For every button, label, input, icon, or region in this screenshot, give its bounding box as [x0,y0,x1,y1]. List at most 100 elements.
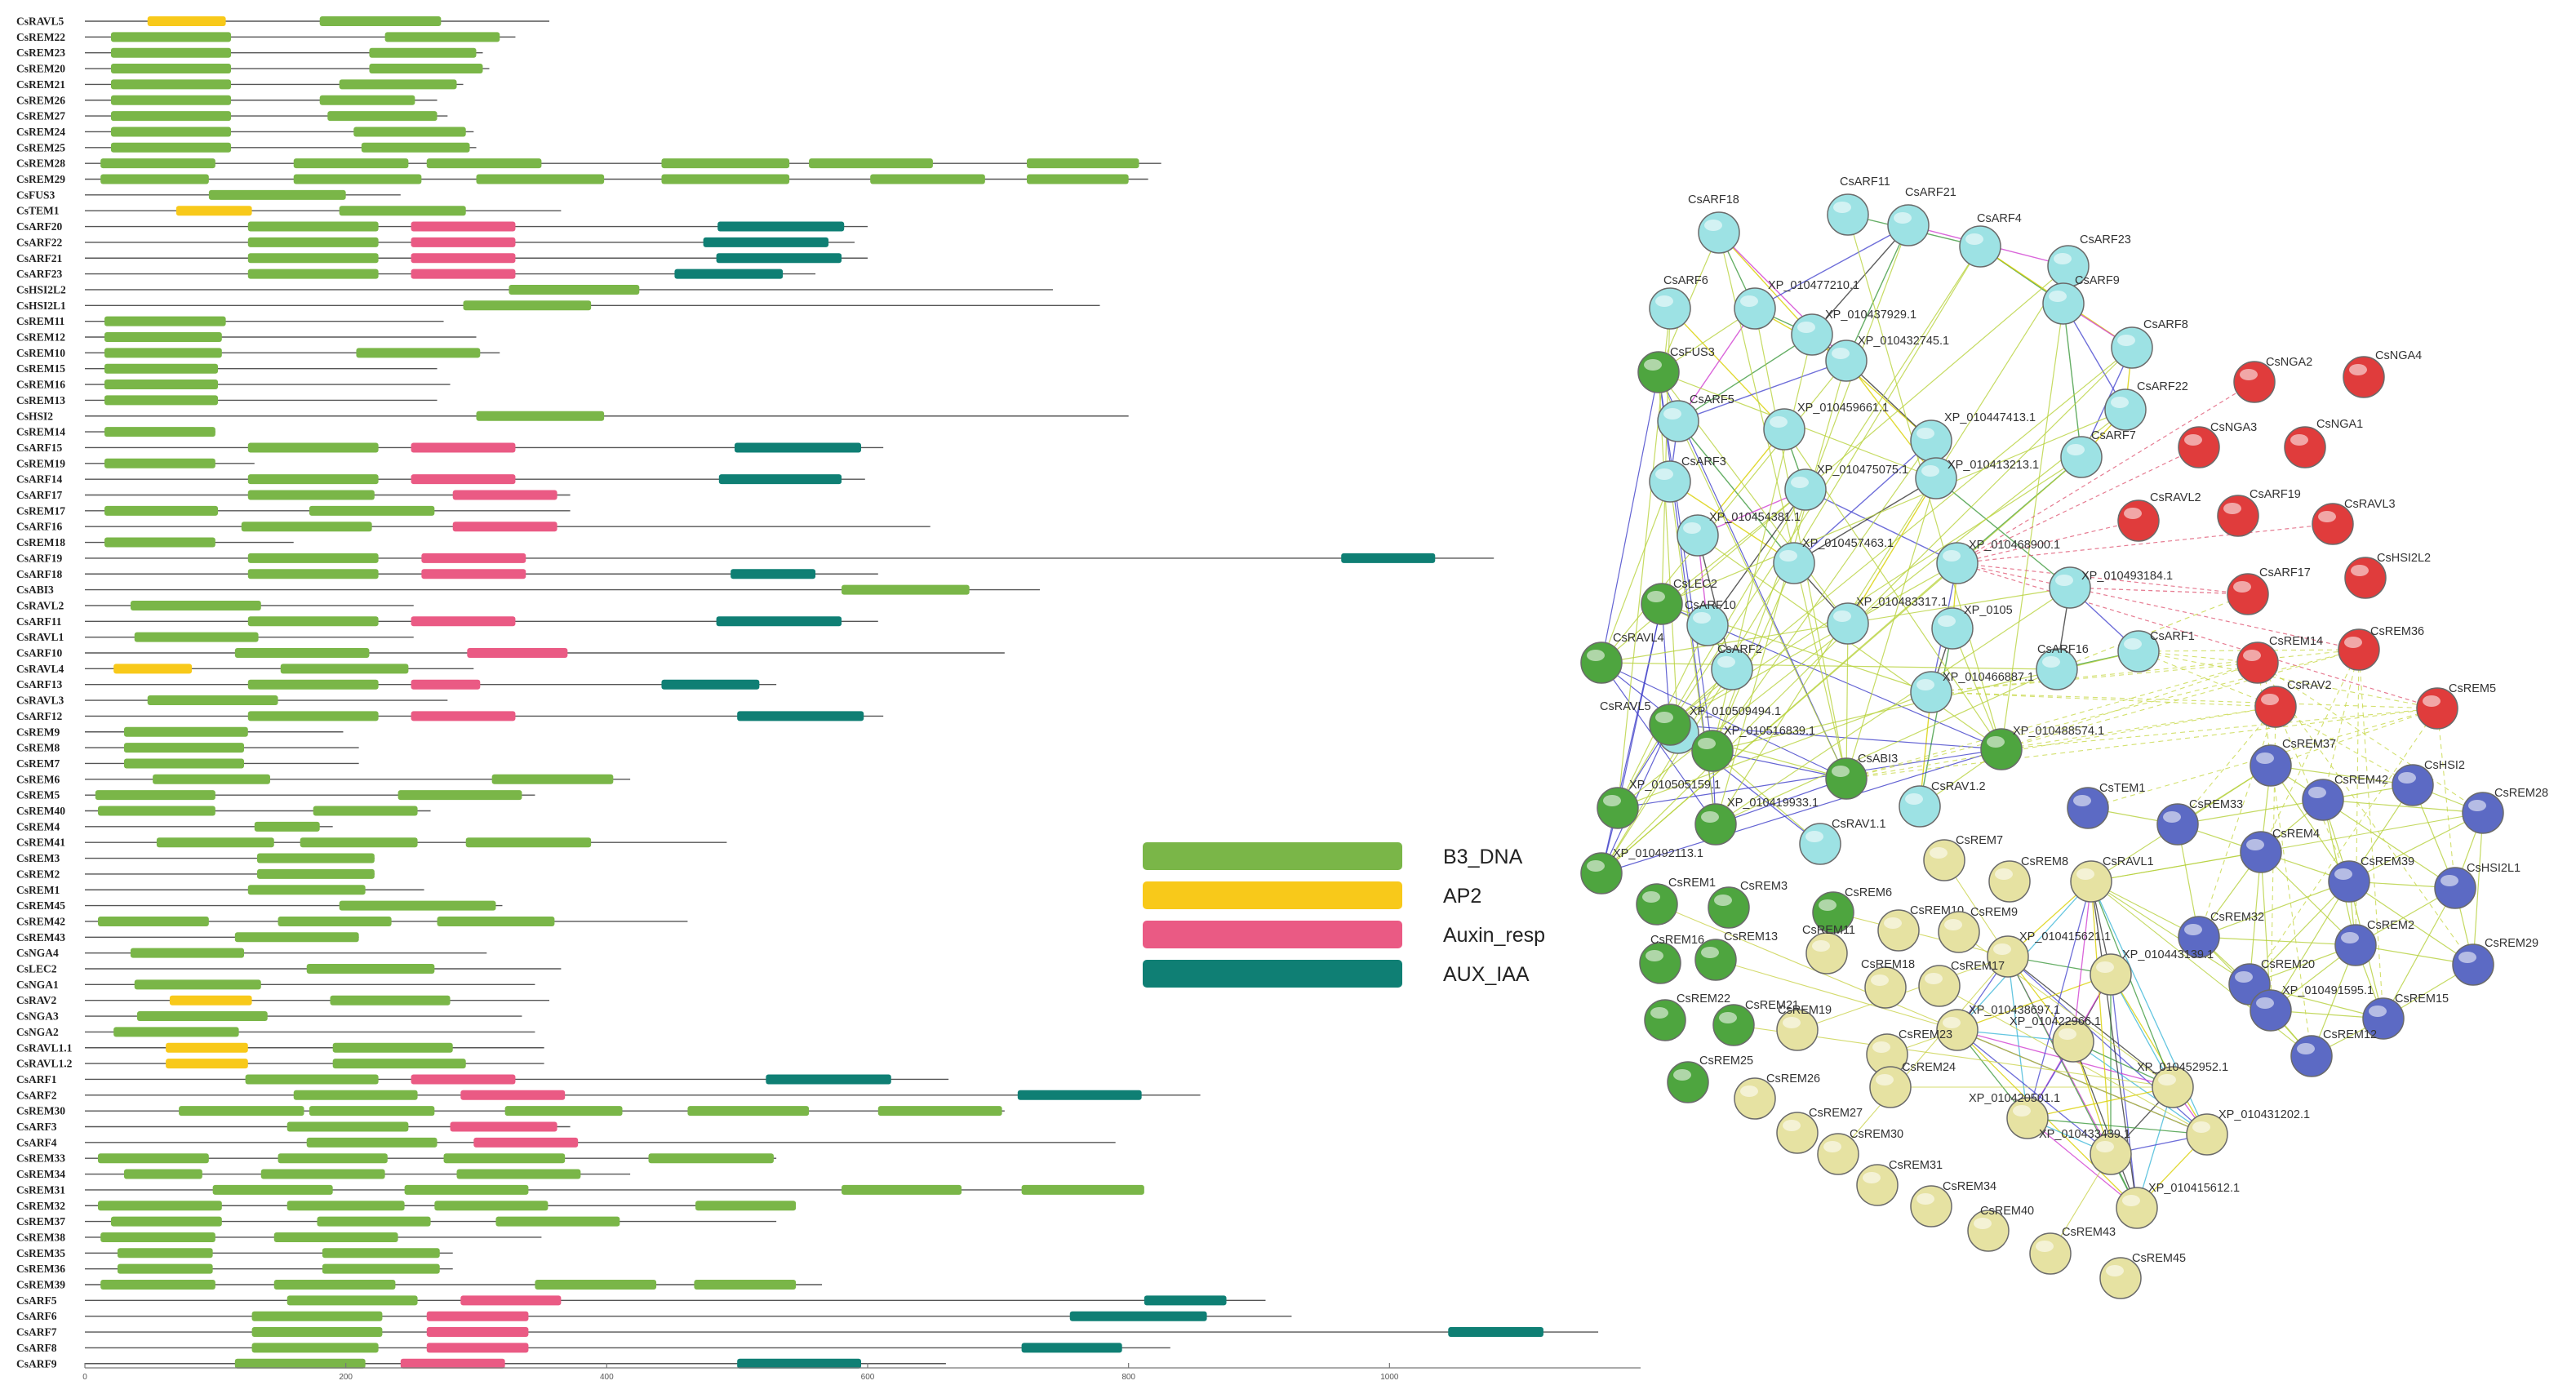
node-label: XP_010483317.1 [1856,596,1948,609]
network-nodes: CsARF18CsARF11CsARF21CsARF4CsARF23CsARF6… [1580,175,2548,1299]
node-highlight [2235,971,2253,983]
domain-b3-dna [339,79,457,90]
network-edge [2249,708,2438,985]
gene-label: CsREM29 [16,173,65,185]
node-sphere [2290,1035,2333,1077]
network-edge [2072,881,2092,1042]
network-node: CsARF19 [2217,488,2301,537]
legend-label: B3_DNA [1443,846,1523,868]
node-highlight [2036,1241,2054,1252]
gene-row: CsARF5 [16,1294,1266,1307]
network-node: CsRAV2 [2254,679,2332,728]
network-edge [2322,649,2360,801]
node-highlight [2049,291,2067,302]
domain-b3-dna [509,284,640,295]
network-edge [1677,360,1847,422]
gene-label: CsARF4 [16,1136,57,1148]
network-node: CsREM43 [2029,1226,2116,1275]
domain-b3-dna [319,16,442,26]
node-label: CsREM3 [1740,880,1788,893]
domain-b3-dna [247,490,375,500]
gene-label: CsARF12 [16,710,62,722]
node-highlight [1943,1017,1961,1028]
network-edge [2322,799,2456,889]
node-label: CsHSI2L2 [2377,552,2431,565]
node-label: CsARF21 [1905,186,1956,199]
node-sphere [1649,704,1691,746]
gene-row: CsREM10 [16,347,500,359]
domain-b3-dna [437,916,555,926]
node-sphere [1644,999,1686,1041]
network-node: XP_010457463.1 [1773,537,1894,584]
node-highlight [1876,1074,1894,1085]
gene-label: CsREM18 [16,536,65,548]
node-label: CsRAVL2 [2150,491,2201,504]
node-highlight [1698,738,1716,749]
domain-b3-dna [247,442,379,453]
gene-row: CsREM40 [16,805,431,817]
gene-row: CsARF13 [16,678,777,690]
network-edge [2270,708,2438,766]
network-edge [1669,308,1785,430]
domain-b3-dna [147,695,278,706]
node-label: CsREM34 [1943,1180,1996,1193]
domain-aux-iaa [1144,1295,1227,1306]
network-node: CsREM25 [1667,1054,1753,1103]
node-label: CsREM1 [1668,877,1716,890]
domain-aux-iaa [1021,1343,1122,1353]
network-node: CsARF9 [2042,274,2120,325]
node-highlight [1943,550,1961,562]
network-node: CsRAVL1 [2070,855,2154,903]
node-sphere [1805,932,1848,974]
network-edge [1712,440,1932,752]
network-edge [1793,440,1932,564]
gene-row: CsREM11 [16,315,444,327]
network-edge [2436,708,2456,889]
network-edge [1658,371,1847,779]
gene-row: CsRAVL1 [16,631,414,643]
network-edge [1754,224,1909,309]
node-label: CsREM14 [2269,635,2323,648]
network-edge [1935,477,2071,588]
gene-label: CsREM24 [16,126,65,138]
node-label: XP_010415621.1 [2019,930,2111,943]
gene-row: CsARF8 [16,1342,1170,1354]
domain-b3-dna [256,868,375,879]
domain-b3-dna [322,1248,440,1259]
node-label: CsARF16 [2037,643,2089,656]
node-label: CsARF9 [2075,274,2120,287]
node-sphere [1864,966,1907,1009]
domain-b3-dna [95,790,215,801]
domain-aux-iaa [703,237,829,247]
gene-label: CsREM15 [16,362,65,375]
network-node: CsREM9 [1938,906,2018,953]
network-edge [2063,303,2082,458]
network-node: CsARF16 [2036,643,2089,690]
gene-row: CsNGA1 [16,979,535,991]
node-label: XP_010468900.1 [1969,539,2060,552]
gene-label: CsARF10 [16,647,62,659]
network-node: CsRAVL5 [1600,700,1691,746]
network-edge [1661,489,1806,605]
domain-auxin-resp [411,253,516,264]
domain-b3-dna [273,1232,398,1242]
domain-b3-dna [117,1248,213,1259]
node-highlight [2223,503,2241,514]
domain-b3-dna [369,64,483,74]
node-highlight [1987,736,2005,748]
network-node: CsREM16 [1639,934,1704,984]
network-edge [2177,799,2324,825]
gene-label: CsREM20 [16,63,65,75]
node-highlight [2076,868,2094,880]
gene-row: CsHSI2L2 [16,283,1053,295]
network-edge [2270,881,2350,1011]
network-node: XP_010488574.1 [1980,725,2104,770]
node-label: CsNGA2 [2266,356,2312,369]
node-label: CsREM15 [2395,992,2449,1006]
network-node: CsREM28 [2462,787,2548,834]
gene-label: CsREM36 [16,1263,65,1275]
legend-swatch [1143,921,1402,948]
network-node: XP_010433439.1 [2039,1128,2132,1175]
domain-b3-dna [247,885,366,895]
node-sphere [2104,388,2147,431]
